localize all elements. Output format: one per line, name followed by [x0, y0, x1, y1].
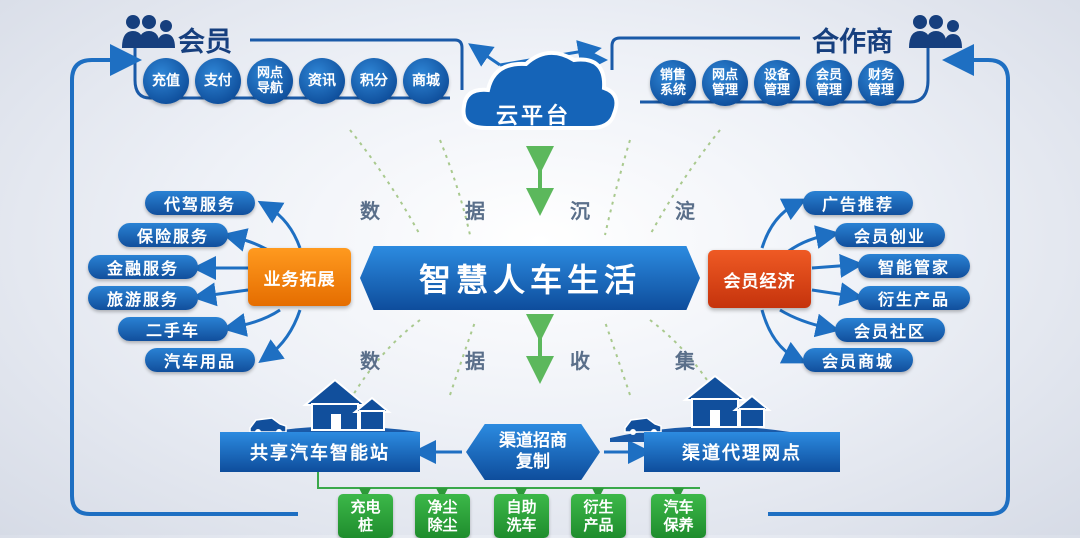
business-item-insurance[interactable]: 保险服务 — [118, 223, 228, 247]
channel-franchise-line1: 渠道招商 — [499, 431, 567, 451]
member-item-news[interactable]: 资讯 — [299, 58, 345, 104]
data-bottom-char-4: 集 — [675, 349, 695, 373]
service-derivative[interactable]: 衍生产品 — [571, 494, 626, 538]
cloud-icon — [461, 51, 619, 130]
business-expansion-box[interactable]: 业务拓展 — [248, 248, 351, 306]
service-dust-removal[interactable]: 净尘除尘 — [415, 494, 470, 538]
member-economy-box[interactable]: 会员经济 — [708, 250, 811, 308]
data-bottom-char-1: 数 — [360, 349, 380, 373]
service-maintenance[interactable]: 汽车保养 — [651, 494, 706, 538]
center-banner: 智慧人车生活 — [360, 246, 700, 310]
partner-item-member[interactable]: 会员管理 — [806, 60, 852, 106]
partner-people-icon — [909, 15, 962, 48]
channel-franchise-line2: 复制 — [516, 452, 550, 472]
partner-item-finance[interactable]: 财务管理 — [858, 60, 904, 106]
member-item-recharge[interactable]: 充值 — [143, 58, 189, 104]
data-top-char-3: 沉 — [570, 199, 590, 223]
member-item-mall[interactable]: 商城 — [403, 58, 449, 104]
business-item-usedcar[interactable]: 二手车 — [118, 317, 228, 341]
economy-item-butler[interactable]: 智能管家 — [858, 254, 970, 278]
members-title: 会员 — [178, 27, 232, 58]
data-top-char-4: 淀 — [675, 199, 695, 223]
member-people-icon — [122, 15, 175, 48]
data-top-char-2: 据 — [465, 199, 485, 223]
data-top-char-1: 数 — [360, 199, 380, 223]
business-item-finance[interactable]: 金融服务 — [88, 255, 198, 279]
partner-item-device[interactable]: 设备管理 — [754, 60, 800, 106]
channel-agent-outlet[interactable]: 渠道代理网点 — [644, 432, 840, 472]
service-charging[interactable]: 充电桩 — [338, 494, 393, 538]
member-item-navigation[interactable]: 网点导航 — [247, 58, 293, 104]
shared-car-station[interactable]: 共享汽车智能站 — [220, 432, 420, 472]
data-bottom-char-3: 收 — [570, 349, 590, 373]
member-item-pay[interactable]: 支付 — [195, 58, 241, 104]
data-bottom-char-2: 据 — [465, 349, 485, 373]
business-item-carsupplies[interactable]: 汽车用品 — [145, 348, 255, 372]
economy-item-community[interactable]: 会员社区 — [835, 318, 945, 342]
partners-title: 合作商 — [812, 27, 893, 58]
economy-item-startup[interactable]: 会员创业 — [835, 223, 945, 247]
economy-item-ad[interactable]: 广告推荐 — [803, 191, 913, 215]
service-self-wash[interactable]: 自助洗车 — [494, 494, 549, 538]
cloud-platform-label: 云平台 — [496, 104, 572, 129]
business-item-driving[interactable]: 代驾服务 — [145, 191, 255, 215]
partner-item-sales[interactable]: 销售系统 — [650, 60, 696, 106]
partner-item-outlet[interactable]: 网点管理 — [702, 60, 748, 106]
economy-item-derivative[interactable]: 衍生产品 — [858, 286, 970, 310]
business-item-travel[interactable]: 旅游服务 — [88, 286, 198, 310]
channel-franchise-hex[interactable]: 渠道招商 复制 — [466, 424, 600, 480]
member-item-points[interactable]: 积分 — [351, 58, 397, 104]
economy-item-mall[interactable]: 会员商城 — [803, 348, 913, 372]
